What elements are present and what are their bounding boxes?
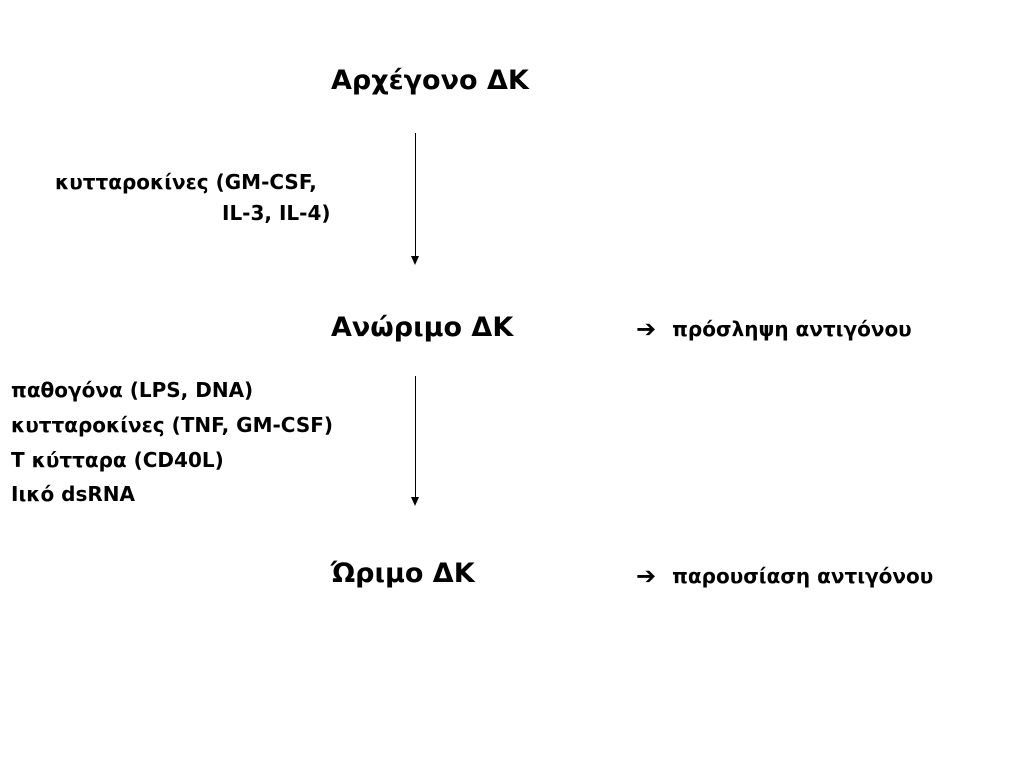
- transition1-line1: κυτταροκίνες (GM-CSF,: [55, 170, 317, 194]
- right-arrow-icon: ➔: [636, 562, 657, 590]
- mature-outcome: ➔ παρουσίαση αντιγόνου: [636, 564, 933, 588]
- down-arrow-icon: [411, 133, 419, 265]
- down-arrow-icon: [411, 376, 419, 506]
- immature-outcome: ➔ πρόσληψη αντιγόνου: [636, 317, 912, 341]
- mature-outcome-label: παρουσίαση αντιγόνου: [672, 564, 934, 588]
- stage-mature-dc: Ώριμο ΔΚ: [331, 558, 475, 589]
- transition2-line: κυτταροκίνες (TNF, GM-CSF): [11, 413, 334, 437]
- immature-outcome-label: πρόσληψη αντιγόνου: [672, 317, 912, 341]
- right-arrow-icon: ➔: [636, 315, 657, 343]
- transition2-line: Ιικό dsRNA: [11, 482, 135, 506]
- transition2-line: Τ κύτταρα (CD40L): [11, 448, 224, 472]
- transition1-line2: IL-3, IL-4): [222, 201, 331, 225]
- stage-progenitor-dc: Αρχέγονο ΔΚ: [331, 65, 529, 96]
- stage-immature-dc: Ανώριμο ΔΚ: [331, 312, 514, 343]
- transition2-line: παθογόνα (LPS, DNA): [11, 378, 254, 402]
